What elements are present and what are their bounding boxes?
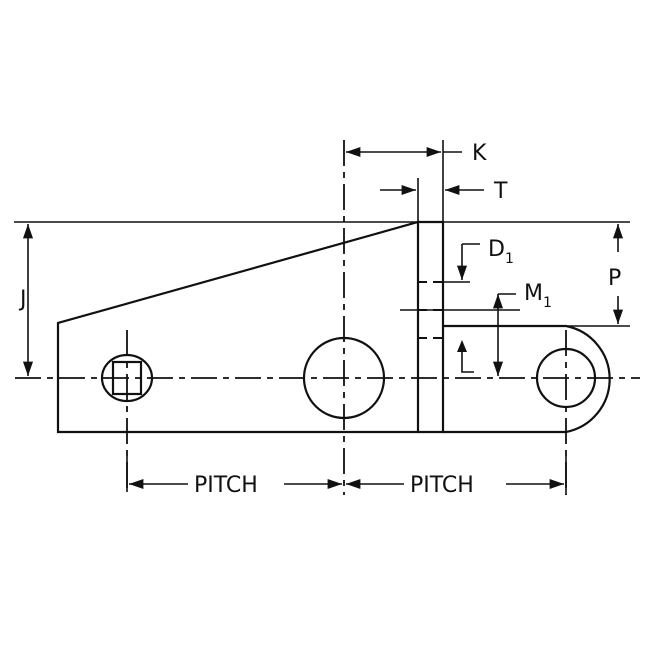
vertical-link-plate <box>418 220 445 434</box>
k-label: K <box>472 141 487 166</box>
d1-label: D1 <box>488 237 514 267</box>
pitch-left-label: PITCH <box>194 473 258 498</box>
pitch-right-label: PITCH <box>410 473 474 498</box>
attachment-plate-outline <box>56 220 420 434</box>
m1-label: M1 <box>524 281 552 311</box>
t-label: T <box>493 179 508 204</box>
p-label: P <box>608 266 621 291</box>
link-end-outline <box>443 324 611 434</box>
j-label: J <box>18 287 27 312</box>
